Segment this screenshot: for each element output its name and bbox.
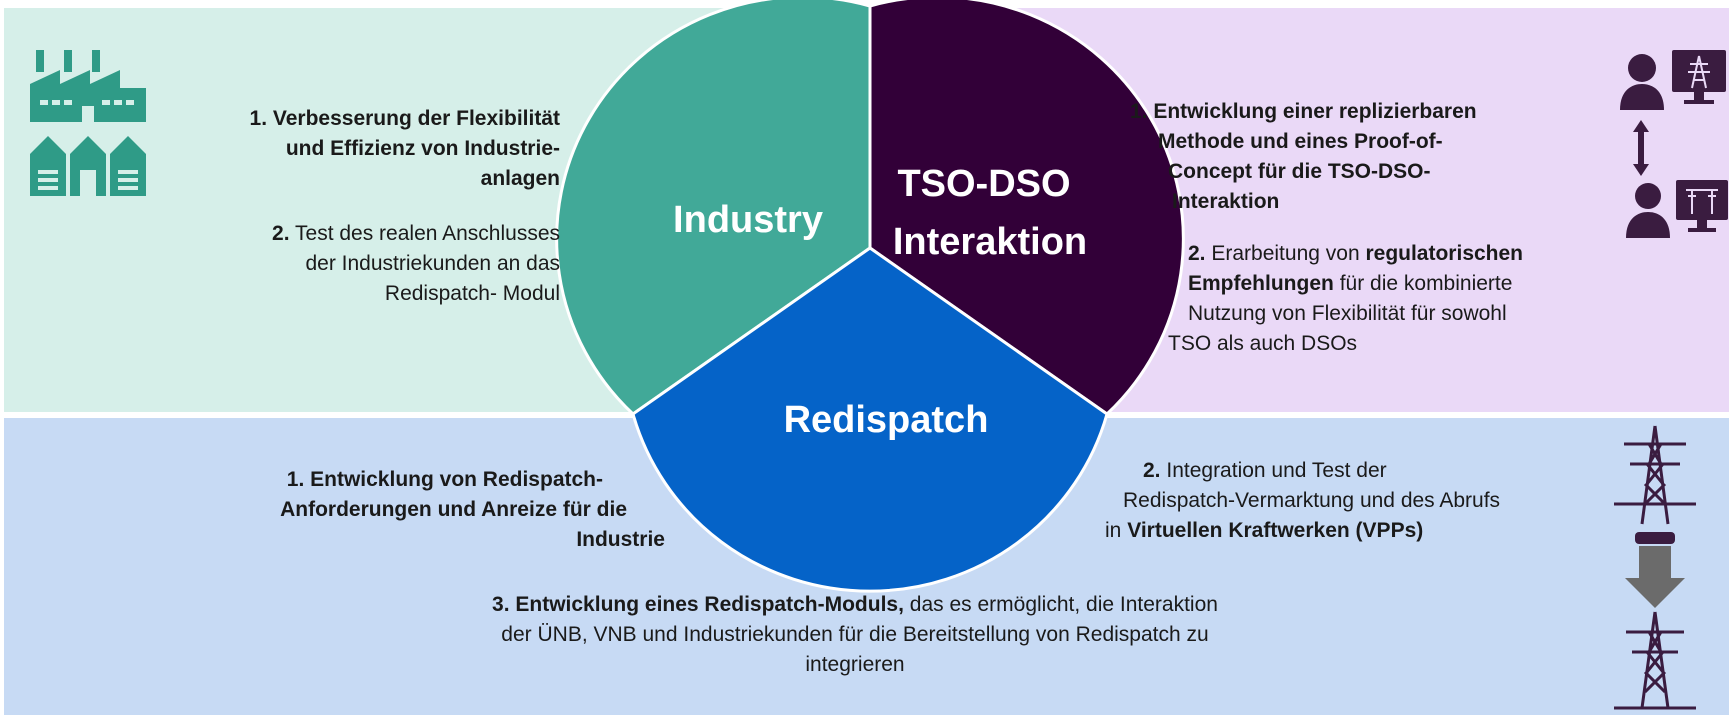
tso-item-2: 2. Erarbeitung von regulatorischen Empfe… [1168,239,1608,359]
redispatch-sector [631,246,1109,593]
industry-item-1-line1: Verbesserung der Flexibilität [272,107,560,130]
redispatch-item-2-line3-b: Virtuellen Kraftwerken (VPPs) [1127,519,1424,542]
industry-sector [555,0,872,416]
industry-item-1-line3: anlagen [480,167,560,190]
redispatch-item-1-line2: Anforderungen und Anreize für die [280,498,627,521]
tso-item-1-line3: Concept für die TSO-DSO- [1168,160,1431,183]
redispatch-item-3-line2: der ÜNB, VNB und Industriekunden für die… [501,623,1209,646]
redispatch-item-3-bold: 3. Entwicklung eines Redispatch-Moduls, [492,593,904,616]
redispatch-item-3: 3. Entwicklung eines Redispatch-Moduls, … [380,590,1330,680]
tso-label-line2: Interaktion [893,221,1087,263]
operator-monitor-icon [1620,50,1726,110]
tso-dso-sector [868,0,1185,416]
tso-item-2-number: 2. [1188,242,1206,265]
redispatch-item-2-line3-a: in [1105,519,1122,542]
tso-item-1-line1: 1. Entwicklung einer replizierbaren [1130,100,1477,123]
tso-item-1-line2: Methode und eines Proof-of- [1158,130,1443,153]
tso-item-2-line4: TSO als auch DSOs [1168,332,1358,355]
tso-item-2-text-d: für die kombinierte [1339,272,1513,295]
operator-monitor-icon [1626,180,1728,238]
tso-item-2-text-a: Erarbeitung von [1211,242,1360,265]
industry-item-2: 2. Test des realen Anschlusses der Indus… [180,219,560,309]
down-arrow-icon [1625,532,1685,608]
redispatch-item-2-line2: Redispatch-Vermarktung und des Abrufs [1123,489,1501,512]
redispatch-item-2-number: 2. [1143,459,1161,482]
industry-item-1: 1. Verbesserung der Flexibilität und Eff… [180,104,560,194]
industry-label: Industry [673,199,823,241]
redispatch-item-2: 2. Integration und Test der Redispatch-V… [1105,456,1605,546]
redispatch-item-1-line3: Industrie [576,528,665,551]
redispatch-item-1: 1. Entwicklung von Redispatch- Anforderu… [150,465,665,555]
tso-item-2-line3: Nutzung von Flexibilität für sowohl [1188,302,1507,325]
redispatch-label: Redispatch [784,399,989,441]
redispatch-item-1-line1: 1. Entwicklung von Redispatch- [286,468,603,491]
tso-item-1: 1. Entwicklung einer replizierbaren Meth… [1130,97,1550,217]
industry-item-1-line2: und Effizienz von Industrie- [285,137,560,160]
tso-item-1-line4: Interaktion [1172,190,1280,213]
redispatch-item-2-line1: Integration und Test der [1166,459,1387,482]
double-arrow-icon [1633,120,1649,176]
transmission-tower-icon [1614,611,1696,710]
warehouse-icon [30,136,146,196]
industry-item-2-number: 2. [272,222,290,245]
tso-label-line1: TSO-DSO [897,163,1070,205]
factory-icon [30,50,146,122]
redispatch-item-3-rest: das es ermöglicht, die Interaktion [909,593,1218,616]
industry-item-2-line1: Test des realen Anschlusses [295,222,560,245]
tso-item-2-text-b: regulatorischen [1365,242,1524,265]
tso-item-2-text-c: Empfehlungen [1188,272,1334,295]
industry-item-2-line3: Redispatch- Modul [384,282,560,305]
industry-item-2-line2: der Industriekunden an das [305,252,560,275]
transmission-tower-icon [1614,425,1696,525]
industry-item-1-number: 1. [249,107,268,130]
redispatch-item-3-line3: integrieren [805,653,905,676]
